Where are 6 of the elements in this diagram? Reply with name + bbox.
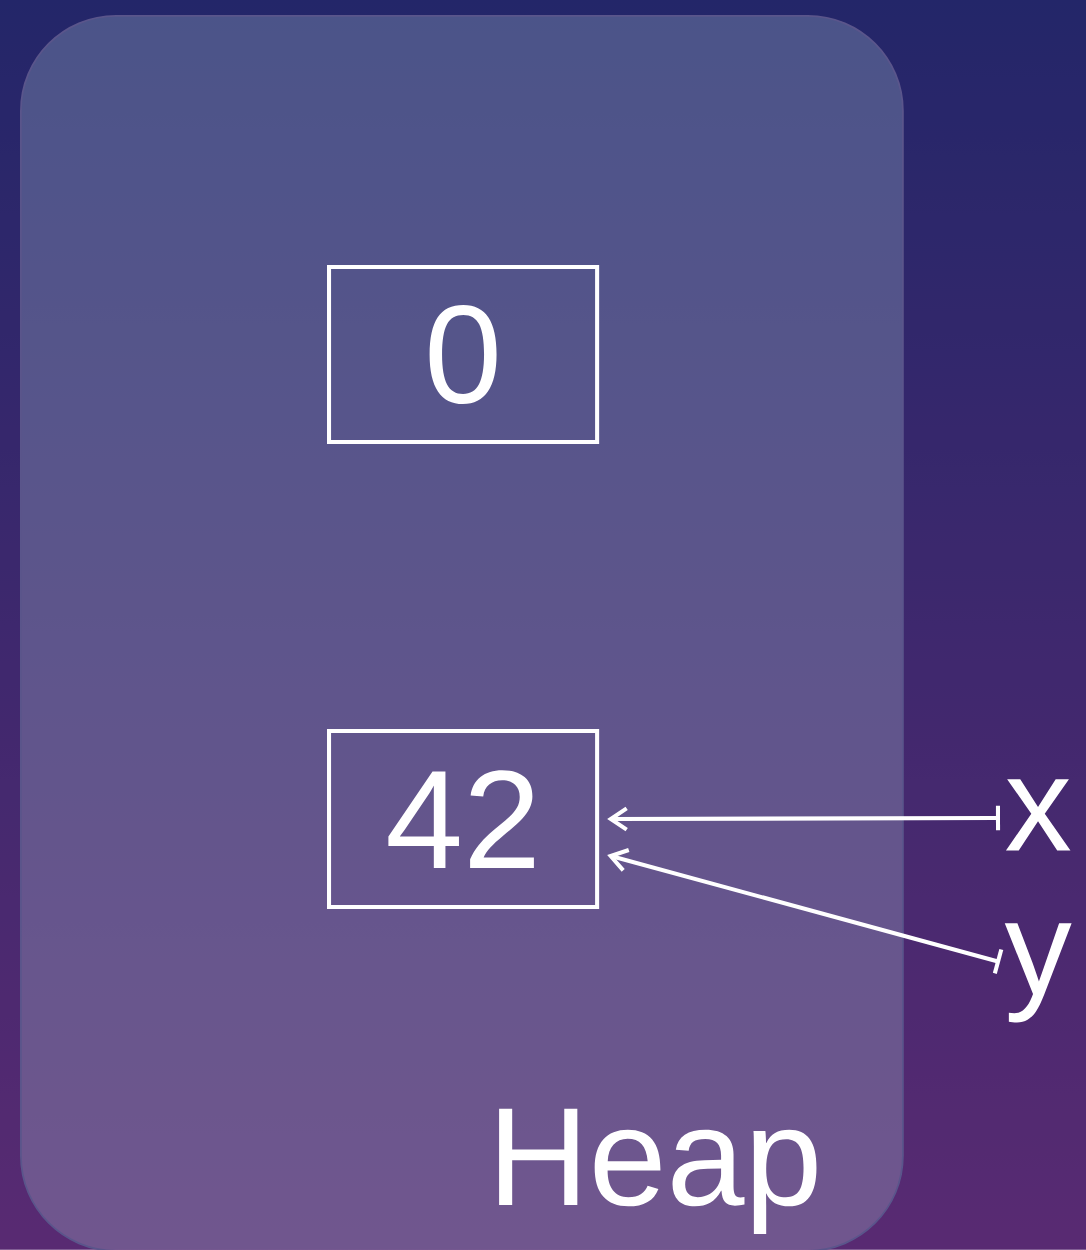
variable-name: x	[1005, 779, 1071, 851]
arrow	[607, 805, 1001, 832]
variable-name: y	[1004, 923, 1072, 1023]
value-box: 0	[327, 265, 600, 444]
value-box: 42	[327, 729, 600, 910]
arrow	[607, 848, 1004, 974]
